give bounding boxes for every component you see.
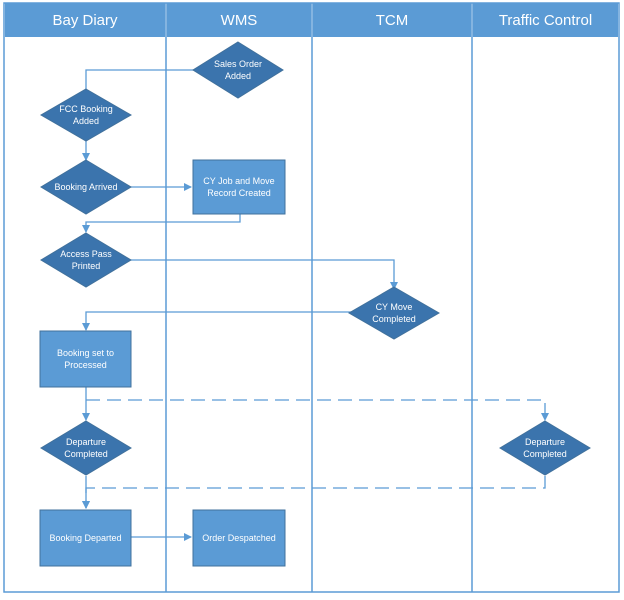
decision-departure-completed-traffic xyxy=(499,420,591,476)
decision-access-pass-printed xyxy=(40,232,132,288)
process-order-despatched xyxy=(192,509,286,567)
label-cy-move-completed: CY Move Completed xyxy=(372,302,416,324)
label-booking-set-to-processed: Booking set to Processed xyxy=(56,348,115,370)
lane-header-bay-diary: Bay Diary xyxy=(5,3,165,37)
label-booking-departed: Booking Departed xyxy=(49,533,122,543)
decision-cy-move-completed xyxy=(348,286,440,340)
label-order-despatched: Order Despatched xyxy=(202,533,276,543)
connector-dashed-processed-to-traffic xyxy=(86,399,549,421)
label-cy-job-move-record: CY Job and Move Record Created xyxy=(203,176,275,198)
process-cy-job-move-record xyxy=(192,159,286,215)
connector-cymove-to-processed xyxy=(82,311,394,331)
decision-sales-order-added xyxy=(192,41,284,99)
process-booking-departed xyxy=(39,509,132,567)
label-sales-order-added: Sales Order Added xyxy=(213,59,263,81)
connector-access-to-cymove xyxy=(129,259,398,290)
connector-dashed-traffic-to-departed xyxy=(82,476,546,509)
lane-header-traffic-control: Traffic Control xyxy=(473,3,618,37)
label-departure-completed-traffic: Departure Completed xyxy=(523,437,567,459)
decision-departure-completed-bay xyxy=(40,420,132,476)
label-booking-arrived: Booking Arrived xyxy=(54,182,118,192)
decision-booking-arrived xyxy=(40,159,132,215)
label-access-pass-printed: Access Pass Printed xyxy=(60,249,112,271)
connector-cyjob-to-access xyxy=(82,214,241,233)
label-fcc-booking-added: FCC Booking Added xyxy=(59,104,113,126)
lane-header-tcm: TCM xyxy=(313,3,471,37)
label-departure-completed-bay: Departure Completed xyxy=(64,437,108,459)
decision-fcc-booking-added xyxy=(40,88,132,142)
process-booking-set-to-processed xyxy=(39,330,132,388)
lane-header-wms: WMS xyxy=(167,3,311,37)
